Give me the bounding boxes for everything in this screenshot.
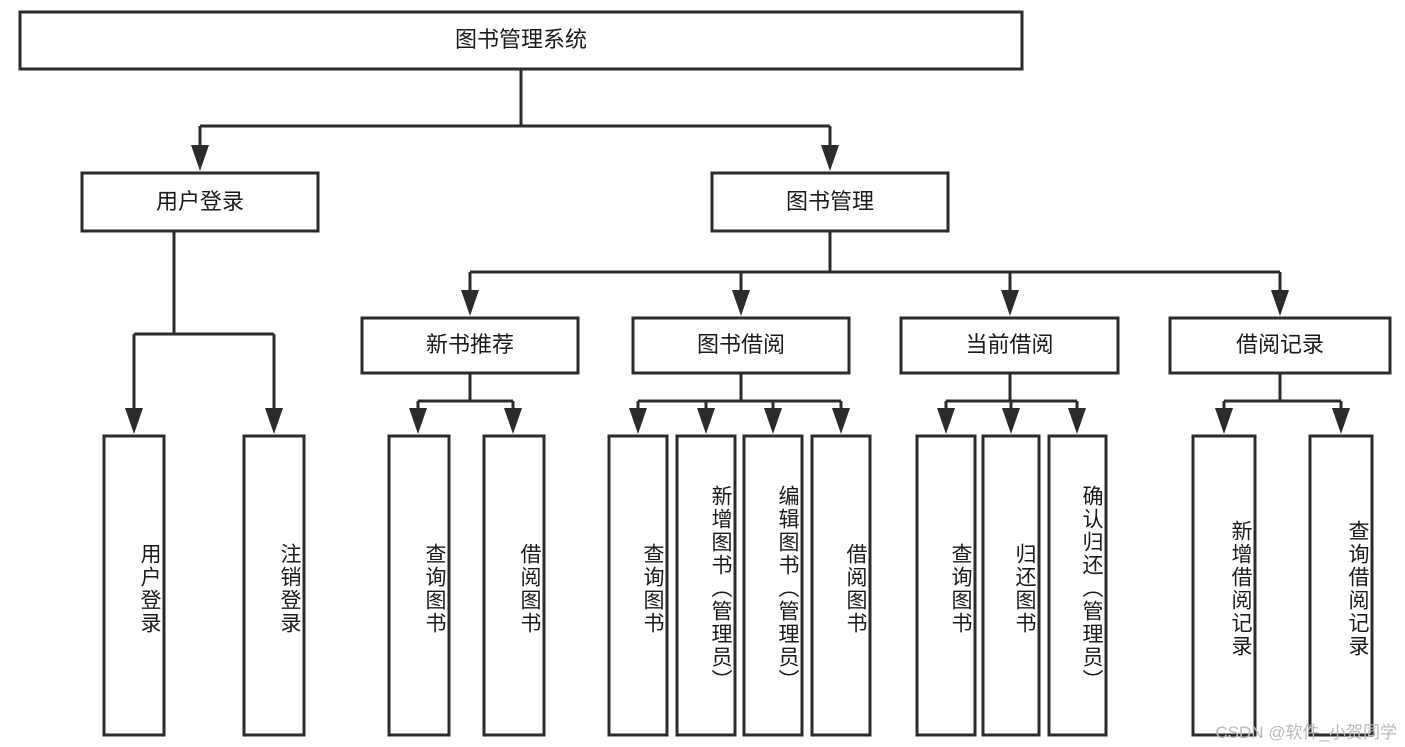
arrow-head-record-0 xyxy=(1215,408,1233,434)
node-box-new-book-recommend xyxy=(360,316,580,375)
node-boxes-layer xyxy=(18,10,1392,737)
node-box-book-borrow xyxy=(631,316,851,375)
node-box-borrow-record xyxy=(1168,316,1392,375)
arrow-head-recommend-0 xyxy=(409,408,427,434)
node-box-query-borrow-record xyxy=(1308,434,1374,737)
node-box-add-book-admin xyxy=(675,434,737,737)
arrow-head-root-1 xyxy=(821,145,839,171)
node-box-root xyxy=(18,10,1024,71)
node-box-return-book xyxy=(981,434,1041,737)
arrow-head-record-1 xyxy=(1332,408,1350,434)
node-box-query-book-1 xyxy=(387,434,451,737)
node-box-borrow-book-2 xyxy=(810,434,872,737)
node-box-user-logout xyxy=(242,434,306,737)
arrow-head-borrow-3 xyxy=(832,408,850,434)
arrow-head-book-manage-0 xyxy=(461,290,479,316)
csdn-watermark: CSDN @软件_小贺同学 xyxy=(1215,723,1397,742)
node-box-add-borrow-record xyxy=(1191,434,1257,737)
arrow-head-borrow-0 xyxy=(629,408,647,434)
arrow-head-user-login-0 xyxy=(125,408,143,434)
arrow-head-recommend-1 xyxy=(504,408,522,434)
arrow-head-borrow-2 xyxy=(764,408,782,434)
arrow-head-current-2 xyxy=(1068,408,1086,434)
node-box-edit-book-admin xyxy=(742,434,804,737)
arrow-head-current-0 xyxy=(937,408,955,434)
arrow-head-book-manage-3 xyxy=(1271,290,1289,316)
arrow-head-root-0 xyxy=(191,145,209,171)
node-box-user-login xyxy=(80,171,320,233)
arrow-head-book-manage-2 xyxy=(1001,290,1019,316)
node-box-book-manage xyxy=(710,171,950,233)
node-box-query-book-2 xyxy=(607,434,669,737)
arrow-head-current-1 xyxy=(1002,408,1020,434)
node-box-current-borrow xyxy=(899,316,1120,375)
node-box-confirm-return-admin xyxy=(1047,434,1108,737)
arrow-head-borrow-1 xyxy=(697,408,715,434)
arrow-head-book-manage-1 xyxy=(732,290,750,316)
arrow-head-user-login-1 xyxy=(265,408,283,434)
node-box-query-book-3 xyxy=(915,434,977,737)
connectors-layer xyxy=(125,69,1350,434)
node-box-borrow-book-1 xyxy=(482,434,546,737)
node-box-user-login-do xyxy=(102,434,166,737)
